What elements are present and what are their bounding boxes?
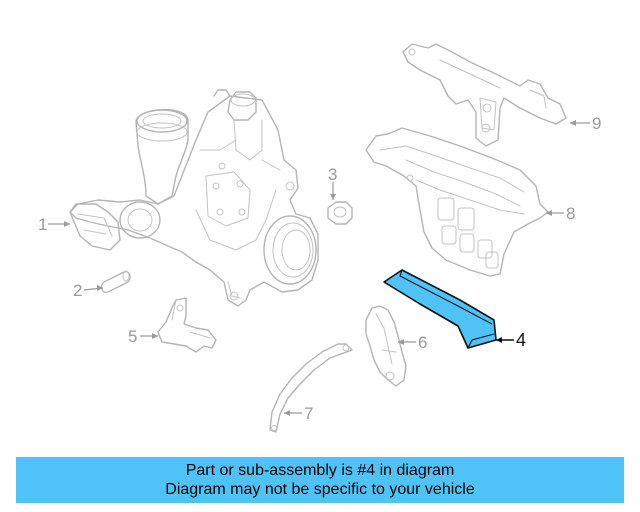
part-6-bracket[interactable] (365, 305, 407, 387)
part-2-pin[interactable] (100, 270, 131, 294)
callout-8: 8 (546, 204, 575, 223)
callout-2-label: 2 (73, 281, 82, 300)
callout-2: 2 (73, 281, 104, 300)
callout-8-label: 8 (566, 204, 575, 223)
callout-9: 9 (570, 114, 601, 133)
callout-7-label: 7 (304, 404, 313, 423)
callout-1-label: 1 (38, 215, 47, 234)
part-4-heat-shield[interactable] (383, 269, 497, 349)
part-7-strap[interactable] (269, 343, 353, 433)
callout-4-label: 4 (516, 330, 526, 350)
callout-6-label: 6 (418, 333, 427, 352)
part-8-heat-shield[interactable] (365, 127, 549, 277)
info-banner: Part or sub-assembly is #4 in diagram Di… (16, 457, 624, 503)
callout-3: 3 (328, 165, 337, 200)
callout-7: 7 (284, 404, 313, 423)
banner-line-2: Diagram may not be specific to your vehi… (165, 481, 475, 498)
callout-5-label: 5 (128, 327, 137, 346)
turbocharger-assembly[interactable] (69, 89, 319, 307)
part-5-bracket[interactable] (157, 297, 217, 353)
callout-1: 1 (38, 215, 70, 234)
callout-6: 6 (398, 333, 427, 352)
part-3-nut[interactable] (327, 201, 353, 225)
callout-9-label: 9 (592, 114, 601, 133)
callout-5: 5 (128, 327, 158, 346)
callout-3-label: 3 (328, 165, 337, 184)
part-9-bracket[interactable] (402, 43, 567, 147)
callout-4: 4 (496, 330, 526, 350)
parts-diagram: 1 2 3 4 5 6 7 8 9 (38, 43, 601, 433)
banner-line-1: Part or sub-assembly is #4 in diagram (185, 462, 455, 479)
